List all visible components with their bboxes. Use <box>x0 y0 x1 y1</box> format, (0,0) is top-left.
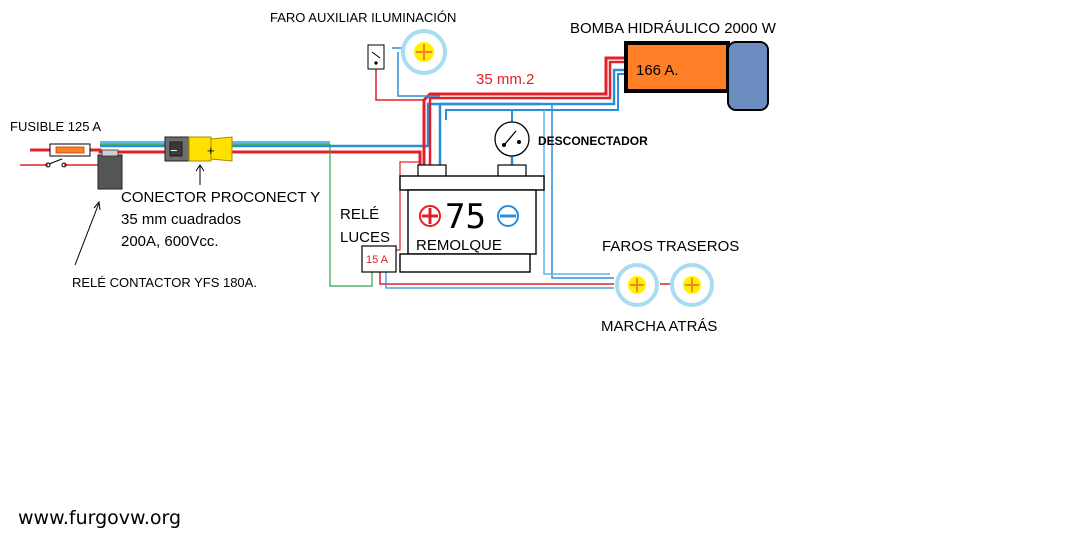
fuse-125a <box>49 143 91 157</box>
rear-lights-label: FAROS TRASEROS <box>602 238 739 255</box>
battery-bottom <box>399 253 531 273</box>
rear-lights-green-wire <box>543 110 610 275</box>
relay-label-line2: LUCES <box>340 229 390 246</box>
relay-contactor <box>97 154 123 190</box>
wiring <box>20 47 672 289</box>
battery-top <box>399 175 545 191</box>
disconnector-switch <box>494 121 530 157</box>
rear-lamp-left <box>615 263 659 307</box>
relay-label-line1: RELÉ <box>340 206 379 223</box>
aux-lamp-red-wire <box>375 68 424 101</box>
rear-lights-blue-wire <box>551 104 614 279</box>
pump-motor <box>727 41 769 111</box>
contactor-label: RELÉ CONTACTOR YFS 180A. <box>72 275 257 290</box>
connector-label-line2: 35 mm cuadrados <box>121 211 241 228</box>
contactor-arrow <box>74 202 100 266</box>
relay-red-wire <box>396 161 420 251</box>
rear-lamp-right <box>670 263 714 307</box>
rear-lights-red-wire <box>379 270 614 285</box>
pump-label: BOMBA HIDRÁULICO 2000 W <box>570 20 777 37</box>
reverse-label: MARCHA ATRÁS <box>601 318 717 335</box>
pump-blue-wire-2 <box>445 73 626 120</box>
battery-positive-to-pump-wire <box>422 56 626 165</box>
battery: 75 REMOLQUE <box>399 164 545 273</box>
connector-minus: − <box>170 143 178 158</box>
relay-fuse-label: 15 A <box>366 254 389 266</box>
proconect-connector: − + <box>164 136 233 162</box>
disconnector-label: DESCONECTADOR <box>538 134 648 148</box>
fuse-element <box>55 146 85 154</box>
connector-yellow-handle <box>210 136 233 162</box>
hydraulic-pump <box>624 41 769 111</box>
battery-number: 75 <box>445 197 486 237</box>
contactor-trigger-switch <box>45 158 67 168</box>
pump-blue-wire <box>438 68 626 165</box>
relay-luces-box <box>361 245 397 273</box>
annotation-arrows <box>74 164 205 266</box>
pump-current-label: 166 A. <box>636 62 679 79</box>
connector-label-line1: CONECTOR PROCONECT Y <box>121 189 320 206</box>
fuse-label: FUSIBLE 125 A <box>10 119 101 134</box>
battery-name: REMOLQUE <box>416 237 502 254</box>
connector-plus: + <box>207 143 215 158</box>
battery-positive-to-pump-wire-2 <box>428 60 626 165</box>
website-watermark: www.furgovw.org <box>18 507 181 529</box>
battery-terminal-positive <box>417 164 447 178</box>
rear-lights-blue-wire-2 <box>385 272 614 289</box>
cable-section-label: 35 mm.2 <box>476 71 534 88</box>
relay-contactor-cap <box>101 149 119 157</box>
battery-terminal-negative <box>497 164 527 178</box>
aux-lamp-label: FARO AUXILIAR ILUMINACIÓN <box>270 10 456 25</box>
aux-lamp <box>401 29 447 75</box>
relay-green-wire <box>329 144 373 287</box>
aux-switch <box>367 44 385 70</box>
connector-label-line3: 200A, 600Vcc. <box>121 233 219 250</box>
